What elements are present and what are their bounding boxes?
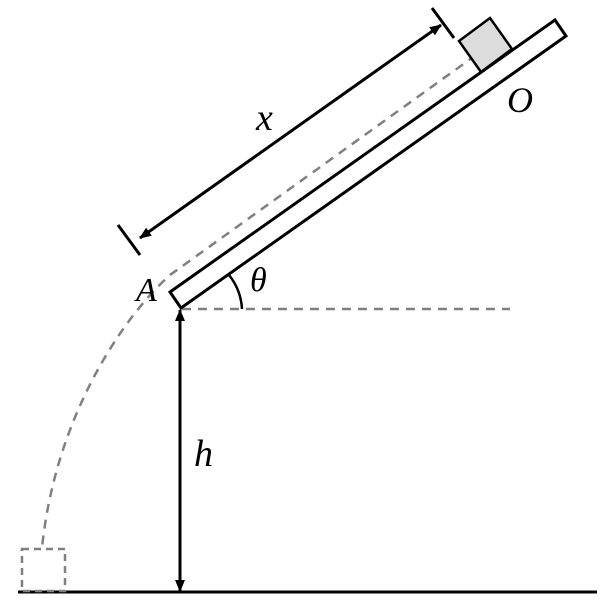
label-O: O: [507, 80, 533, 120]
x-tick-upper: [430, 7, 456, 39]
label-A: A: [134, 272, 157, 309]
theta-angle-arc: [228, 274, 244, 310]
label-x: x: [255, 97, 273, 139]
landing-block-ghost: [20, 547, 67, 593]
label-theta: θ: [250, 262, 267, 299]
block-trajectory: [40, 53, 477, 549]
x-tick-lower: [116, 224, 142, 256]
block: [457, 16, 514, 74]
label-h: h: [194, 433, 213, 475]
incline-plank: [167, 17, 569, 311]
x-double-arrow: [139, 23, 442, 240]
